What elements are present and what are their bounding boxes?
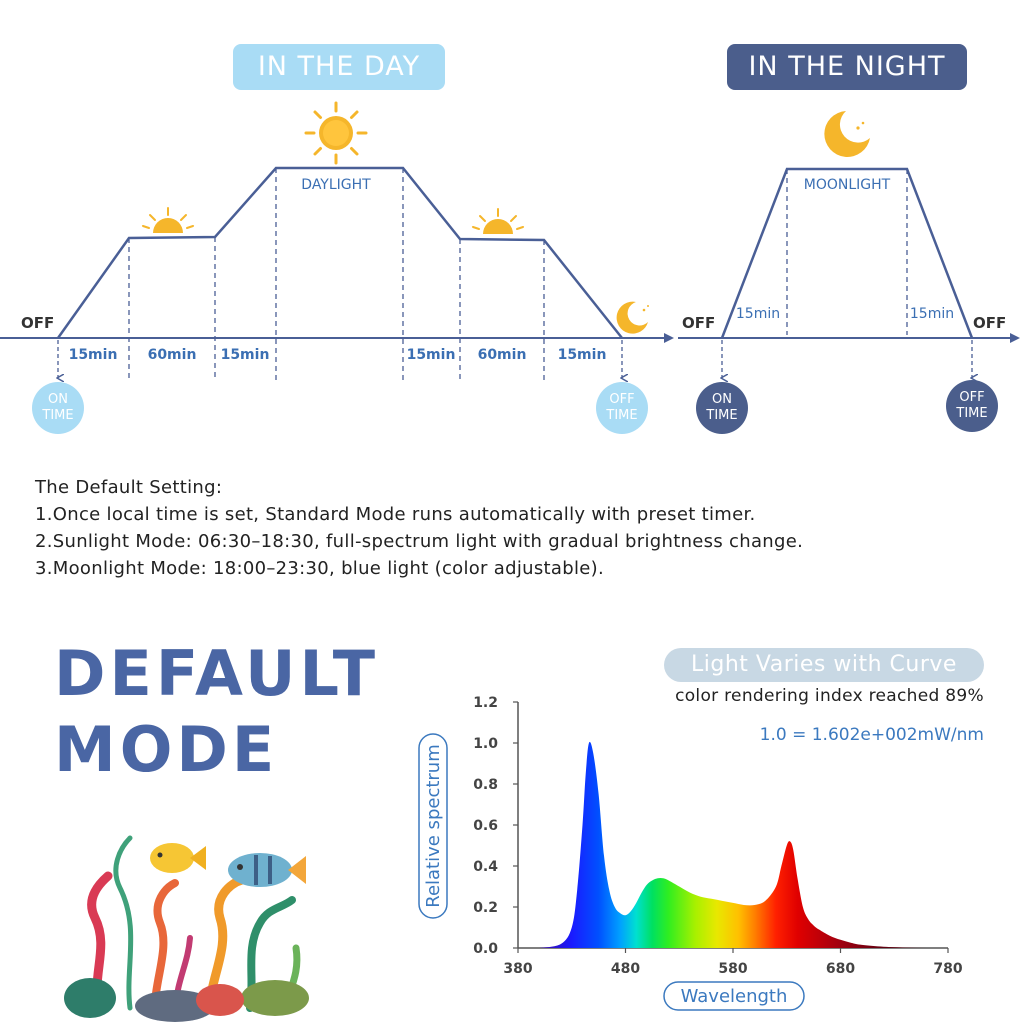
day-segment-5: 60min <box>478 347 527 363</box>
x-tick-label: 680 <box>826 961 855 977</box>
svg-text:ON: ON <box>48 392 68 407</box>
mode-title-line-2: MODE <box>54 713 279 786</box>
svg-text:TIME: TIME <box>955 406 987 421</box>
moon-icon-small <box>616 301 649 334</box>
y-tick-label: 0.2 <box>473 900 498 916</box>
y-tick-label: 0.8 <box>473 777 498 793</box>
cri-text: color rendering index reached 89% <box>675 686 984 706</box>
night-ramp-up-label: 15min <box>736 306 780 322</box>
svg-text:ON: ON <box>712 392 732 407</box>
svg-text:TIME: TIME <box>41 408 73 423</box>
x-tick-label: 480 <box>611 961 640 977</box>
notes-line-1: 1.Once local time is set, Standard Mode … <box>35 504 756 525</box>
moonlight-label: MOONLIGHT <box>804 177 891 193</box>
yellow-fish-icon <box>150 843 206 873</box>
notes-line-2: 2.Sunlight Mode: 06:30–18:30, full-spect… <box>35 531 804 552</box>
day-segment-1: 15min <box>69 347 118 363</box>
y-axis-label: Relative spectrum <box>418 733 448 919</box>
day-segment-4: 15min <box>407 347 456 363</box>
moon-icon <box>824 111 870 157</box>
day-mode-title: IN THE DAY <box>233 44 445 90</box>
night-on-time-badge: ON TIME <box>696 382 748 434</box>
day-off-label: OFF <box>21 314 54 332</box>
notes-heading: The Default Setting: <box>35 477 223 498</box>
y-tick-label: 0.0 <box>473 941 498 957</box>
day-segment-6: 15min <box>558 347 607 363</box>
svg-text:OFF: OFF <box>959 390 984 405</box>
mode-title-line-1: DEFAULT <box>54 637 380 710</box>
sun-icon <box>304 101 368 165</box>
day-brightness-curve <box>56 166 623 339</box>
night-off-right-label: OFF <box>973 314 1006 332</box>
y-tick-label: 0.6 <box>473 818 498 834</box>
x-tick-label: 380 <box>503 961 532 977</box>
night-ramp-down-label: 15min <box>910 306 954 322</box>
night-mode-title: IN THE NIGHT <box>727 44 967 90</box>
x-tick-label: 580 <box>718 961 747 977</box>
svg-text:TIME: TIME <box>705 408 737 423</box>
day-segment-2: 60min <box>148 347 197 363</box>
svg-text:Wavelength: Wavelength <box>681 986 788 1007</box>
curve-pill: Light Varies with Curve <box>664 648 984 682</box>
day-on-time-badge: ON TIME <box>32 382 84 434</box>
y-tick-label: 1.0 <box>473 736 498 752</box>
y-tick-label: 1.2 <box>473 695 498 711</box>
night-segment-dividers <box>786 169 908 335</box>
night-brightness-curve <box>720 167 974 339</box>
day-segment-3: 15min <box>221 347 270 363</box>
unit-text: 1.0 = 1.602e+002mW/nm <box>759 725 984 745</box>
setting-sun-icon <box>472 208 524 234</box>
night-off-left-label: OFF <box>682 314 715 332</box>
day-off-time-badge: OFF TIME <box>596 382 648 434</box>
y-tick-label: 0.4 <box>473 859 498 875</box>
mode-title: DEFAULT MODE <box>54 636 379 788</box>
notes-line-3: 3.Moonlight Mode: 18:00–23:30, blue ligh… <box>35 558 604 579</box>
svg-text:OFF: OFF <box>609 392 634 407</box>
svg-text:TIME: TIME <box>605 408 637 423</box>
aquarium-illustration <box>64 835 309 1022</box>
x-tick-label: 780 <box>933 961 962 977</box>
rising-sun-icon <box>142 207 194 233</box>
daylight-label: DAYLIGHT <box>301 177 371 193</box>
timing-diagram: OFF DAYLIGHT 15min 60min 15min 15min 60m… <box>0 101 1020 434</box>
night-off-time-badge: OFF TIME <box>946 380 998 432</box>
blue-fish-icon <box>228 853 306 887</box>
spectrum-area <box>539 741 948 948</box>
svg-text:Relative spectrum: Relative spectrum <box>423 744 444 908</box>
x-axis-label: Wavelength <box>663 981 805 1011</box>
day-segment-dividers <box>128 168 545 380</box>
spectrum-chart: 0.0 0.2 0.4 0.6 0.8 1.0 1.2 380 480 580 680 780Wave… <box>418 695 963 1011</box>
